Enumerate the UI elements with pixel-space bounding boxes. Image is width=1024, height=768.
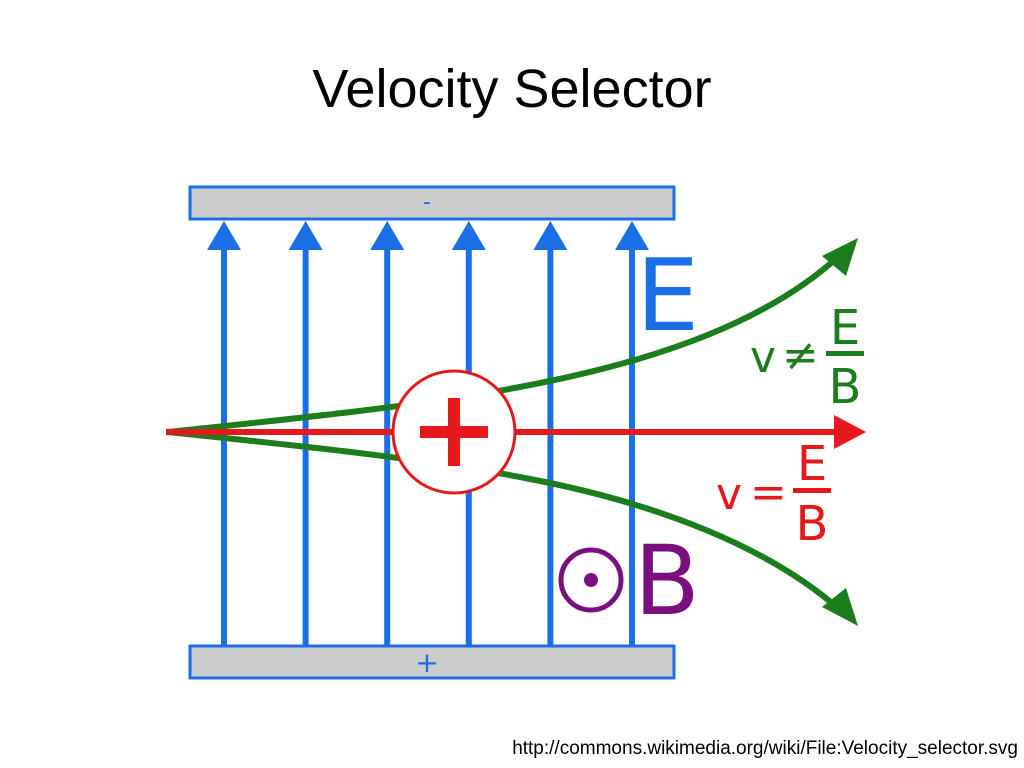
magnetic-field-label: B bbox=[634, 525, 700, 637]
upper-path-fraction-bar bbox=[826, 351, 864, 356]
straight-path-label: v = E B bbox=[716, 436, 831, 552]
lower-deflected-path bbox=[167, 429, 842, 613]
upper-path-arrowhead bbox=[822, 238, 858, 276]
upper-path-label: v ≠ E B bbox=[750, 300, 864, 415]
straight-path-relation: = bbox=[750, 467, 787, 518]
straight-path-fraction-bar bbox=[793, 488, 831, 493]
electric-field-label: E bbox=[636, 237, 699, 354]
field-line-arrowhead bbox=[533, 221, 568, 250]
straight-path-numerator: E bbox=[797, 436, 827, 492]
straight-path-arrowhead bbox=[834, 415, 866, 449]
upper-path-relation: ≠ bbox=[782, 330, 819, 381]
slide-title: Velocity Selector bbox=[312, 59, 712, 119]
out-of-page-icon bbox=[558, 547, 624, 613]
upper-path-v: v bbox=[750, 332, 776, 383]
top-plate-sign: - bbox=[423, 190, 431, 215]
bottom-plate: + bbox=[188, 644, 676, 680]
field-line-arrowhead bbox=[615, 221, 649, 250]
lower-path-arrowhead bbox=[822, 588, 858, 626]
straight-path-denominator: B bbox=[796, 496, 829, 552]
field-line-arrowhead bbox=[370, 221, 405, 250]
magnetic-field-symbol bbox=[558, 547, 624, 613]
straight-path-v: v bbox=[716, 469, 742, 520]
field-line-arrowhead bbox=[207, 221, 241, 250]
upper-deflected-path bbox=[167, 252, 843, 435]
positive-charge bbox=[391, 369, 517, 495]
source-link[interactable]: http://commons.wikimedia.org/wiki/File:V… bbox=[512, 738, 1018, 759]
top-plate: - bbox=[188, 185, 676, 221]
field-line-arrowhead bbox=[288, 221, 323, 250]
field-line-arrowhead bbox=[451, 221, 486, 250]
bottom-plate-sign: + bbox=[415, 646, 438, 679]
upper-path-numerator: E bbox=[830, 300, 860, 356]
upper-path-denominator: B bbox=[829, 359, 862, 415]
